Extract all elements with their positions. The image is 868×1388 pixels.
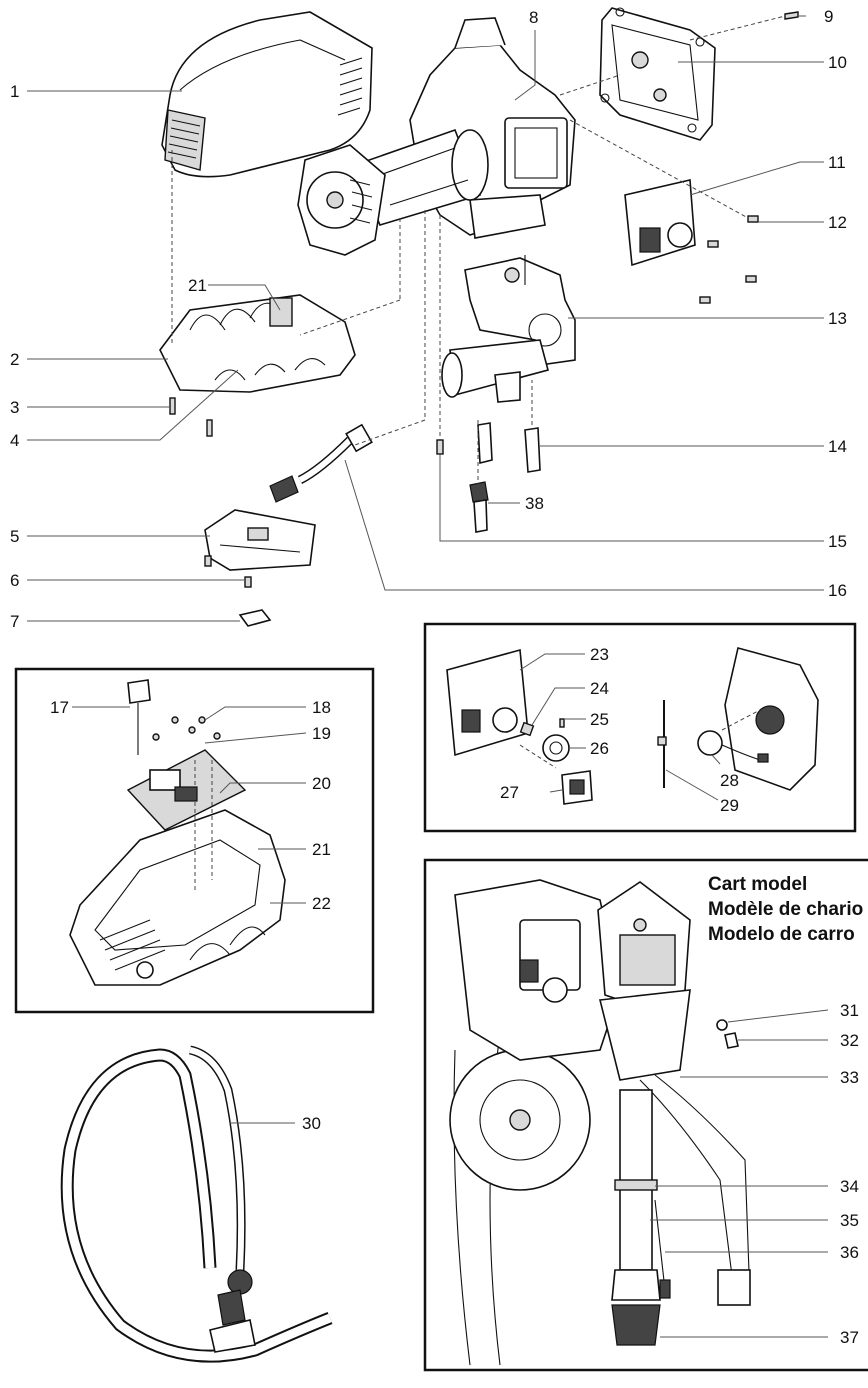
callout-38: 38 (525, 494, 544, 513)
hose-fitting-part (469, 481, 489, 533)
cart-model-box (423, 858, 868, 1372)
callout-12: 12 (828, 213, 847, 232)
callout-34: 34 (840, 1177, 859, 1196)
panel-screws-part (699, 215, 759, 304)
callout-2: 2 (10, 350, 19, 369)
base-pan-part (159, 294, 356, 393)
callout-24: 24 (590, 679, 609, 698)
callout-labels: 1 2 3 4 5 6 7 8 9 10 11 12 13 14 15 16 2… (10, 7, 859, 1347)
callout-7: 7 (10, 612, 19, 631)
callout-8: 8 (529, 8, 538, 27)
suction-hose-part (60, 1045, 333, 1363)
callout-17: 17 (50, 698, 69, 717)
callout-21-box: 21 (312, 840, 331, 859)
callout-33: 33 (840, 1068, 859, 1087)
panel-parts-box (423, 622, 857, 833)
control-panel-part (624, 179, 696, 267)
main-assembly (27, 7, 824, 627)
motor-cover-part (161, 11, 373, 178)
callout-36: 36 (840, 1243, 859, 1262)
callout-10: 10 (828, 53, 847, 72)
callout-21-top: 21 (188, 276, 207, 295)
screw-part (784, 11, 799, 20)
callout-11: 11 (828, 153, 846, 172)
pump-block-part (441, 255, 576, 403)
cart-model-title: Cart model Modèle de chario Modelo de ca… (708, 874, 863, 945)
callout-19: 19 (312, 724, 331, 743)
callout-18: 18 (312, 698, 331, 717)
callout-20: 20 (312, 774, 331, 793)
leader-lines (27, 15, 824, 622)
callout-1: 1 (10, 82, 19, 101)
callout-32: 32 (840, 1031, 859, 1050)
cart-title-es: Modelo de carro (708, 924, 855, 945)
callout-35: 35 (840, 1211, 859, 1230)
callout-5: 5 (10, 527, 19, 546)
callout-15: 15 (828, 532, 847, 551)
callout-9: 9 (824, 7, 833, 26)
frame-screw-part (436, 439, 444, 455)
callout-22: 22 (312, 894, 331, 913)
cart-title-fr: Modèle de chario (708, 899, 863, 920)
callout-16: 16 (828, 581, 847, 600)
callout-30: 30 (302, 1114, 321, 1133)
callout-4: 4 (10, 431, 19, 450)
electrical-box-part (204, 509, 316, 571)
rear-housing-part (599, 7, 716, 141)
cart-title-en: Cart model (708, 874, 807, 895)
callout-13: 13 (828, 309, 847, 328)
box-screws-part (204, 555, 252, 588)
callout-37: 37 (840, 1328, 859, 1347)
cord-clip-part (238, 609, 272, 627)
base-screws-part (169, 397, 213, 437)
callout-31: 31 (840, 1001, 859, 1020)
callout-3: 3 (10, 398, 19, 417)
power-cord-part (269, 423, 373, 503)
callout-27: 27 (500, 783, 519, 802)
callout-14: 14 (828, 437, 847, 456)
control-board-box (14, 667, 375, 1014)
pump-bolts-part (477, 422, 541, 473)
callout-28: 28 (720, 771, 739, 790)
callout-26: 26 (590, 739, 609, 758)
callout-25: 25 (590, 710, 609, 729)
assembly-guide-lines (171, 15, 786, 485)
callout-29: 29 (720, 796, 739, 815)
callout-6: 6 (10, 571, 19, 590)
callout-23: 23 (590, 645, 609, 664)
motor-frame-part (297, 17, 576, 256)
